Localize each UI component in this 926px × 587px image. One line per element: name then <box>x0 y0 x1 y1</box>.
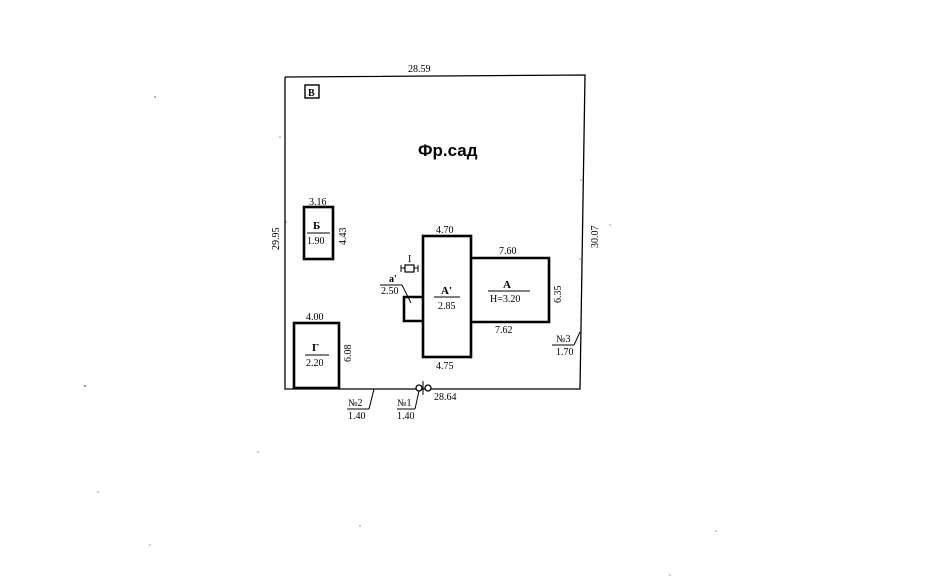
building-g <box>292 321 341 390</box>
boundary-top-dimension: 28.59 <box>408 64 431 75</box>
boundary-right-dimension: 30.07 <box>590 226 601 249</box>
building-b-name: Б <box>313 220 320 232</box>
building-a-small <box>380 284 423 323</box>
building-g-name: Г <box>312 342 319 354</box>
building-a <box>471 256 551 324</box>
building-a-prime-top: 4.70 <box>436 225 454 236</box>
building-a-value: H=3.20 <box>490 294 520 305</box>
building-a-small-name: а' <box>389 274 397 285</box>
building-g-width: 4.00 <box>306 312 324 323</box>
building-a-name: А <box>503 279 511 291</box>
building-b-value: 1.90 <box>307 236 325 247</box>
gate-marker <box>415 381 432 395</box>
building-a-side: 6.35 <box>553 286 564 304</box>
building-g-depth: 6.08 <box>343 345 354 363</box>
building-a-prime-bottom: 4.75 <box>436 361 454 372</box>
point-n1-label: №1 <box>397 398 412 409</box>
point-n2-leader <box>347 388 375 410</box>
corner-marker-label: В <box>308 88 315 99</box>
point-n3-leader <box>552 331 581 346</box>
site-boundary <box>284 74 586 390</box>
point-n1-leader <box>397 390 420 410</box>
point-n3-value: 1.70 <box>556 347 574 358</box>
point-n2-value: 1.40 <box>348 411 366 422</box>
boundary-left-dimension: 29.95 <box>271 228 282 251</box>
point-n2-label: №2 <box>348 398 363 409</box>
entrance-symbol <box>400 264 419 273</box>
building-a-top: 7.60 <box>499 246 517 257</box>
building-a-prime-name: А' <box>441 285 452 297</box>
building-b-width: 3.16 <box>309 197 327 208</box>
point-n3-label: №3 <box>556 334 571 345</box>
building-a-prime-value: 2.85 <box>438 301 456 312</box>
garden-label: Фр.сад <box>418 141 478 160</box>
building-a-small-value: 2.50 <box>381 286 399 297</box>
building-g-value: 2.20 <box>306 358 324 369</box>
building-b-depth: 4.43 <box>338 228 349 246</box>
scan-specks <box>84 96 717 576</box>
building-a-bottom: 7.62 <box>495 325 513 336</box>
entrance-mark-label: I <box>408 254 411 265</box>
boundary-bottom-dimension: 28.64 <box>434 392 457 403</box>
corner-marker-box <box>304 84 320 99</box>
point-n1-value: 1.40 <box>397 411 415 422</box>
building-b <box>302 205 335 261</box>
